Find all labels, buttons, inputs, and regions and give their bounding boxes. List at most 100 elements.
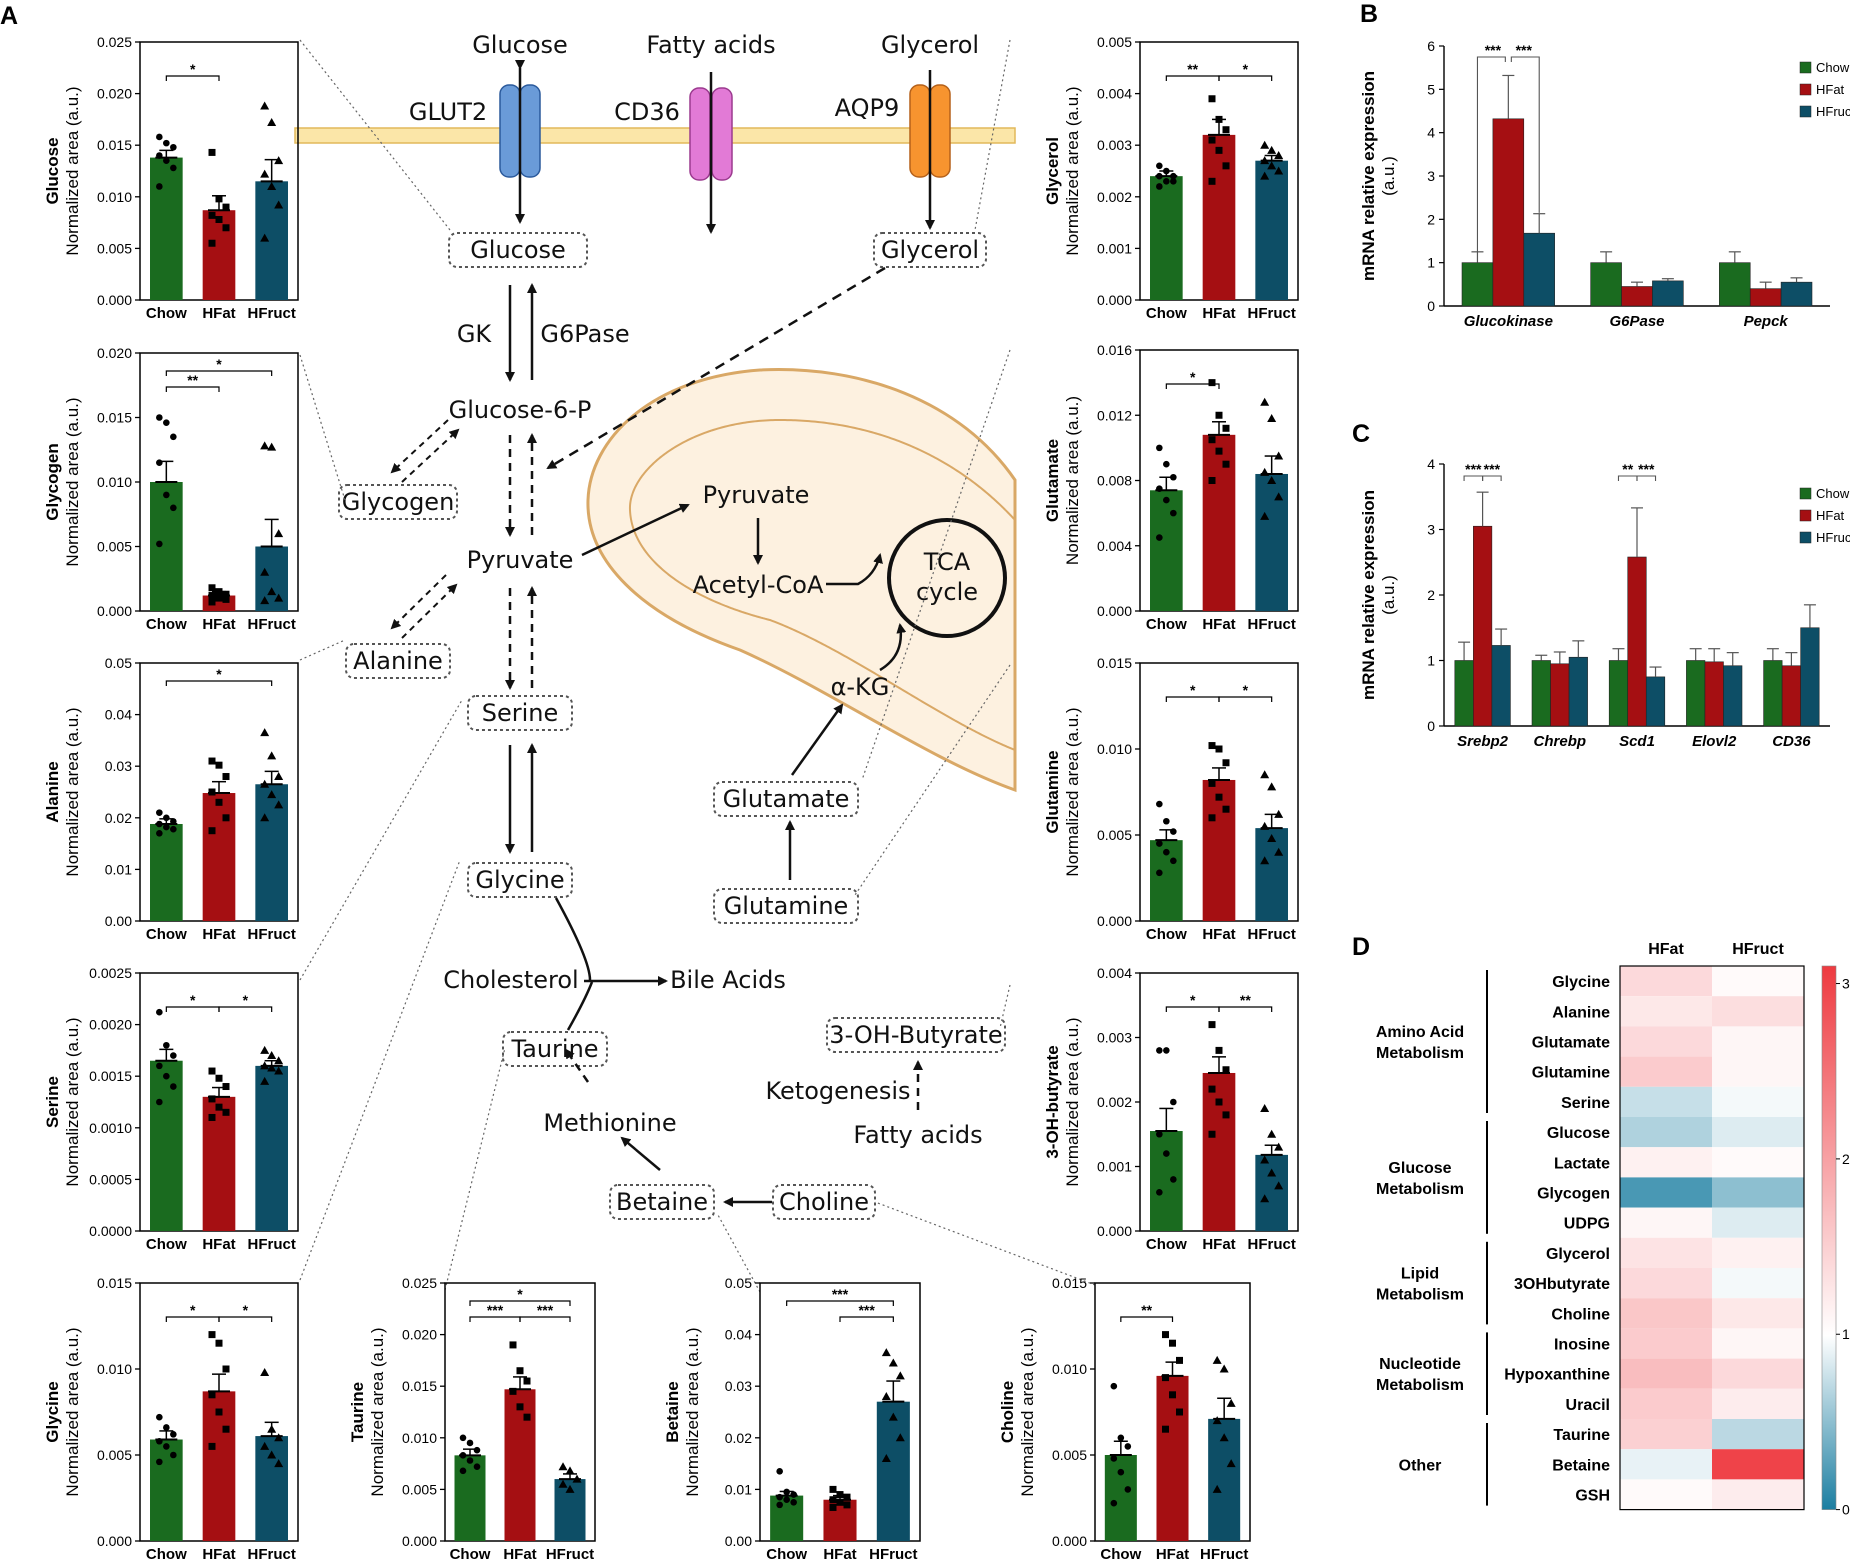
chart-butyrate-bar-chow — [1150, 1131, 1183, 1231]
chart-serine-point — [163, 1072, 170, 1080]
chart-glutamine-point — [1156, 800, 1163, 808]
chart-betaine-bar-hfat — [823, 1499, 857, 1541]
node-glycine-label: Glycine — [475, 866, 564, 894]
chart-glycerol-ytick-label: 0.003 — [1097, 137, 1132, 153]
chart-glutamate-point — [1274, 492, 1284, 501]
chart-glycine-point — [274, 1459, 284, 1468]
mrna_b-xtick-label: G6Pase — [1609, 313, 1664, 330]
chart-glucose-point — [170, 164, 177, 172]
chart-glycogen-point — [274, 593, 284, 602]
mrna_b-ylabel-2: (a.u.) — [1379, 156, 1398, 196]
heatmap-cell — [1620, 1086, 1712, 1117]
chart-taurine-point — [572, 1474, 582, 1483]
mitochondrion — [586, 368, 1017, 793]
mrna_c-bar-hfruct — [1645, 676, 1666, 727]
chart-glutamine-point — [1222, 805, 1230, 813]
chart-taurine-sig-bracket — [469, 1300, 571, 1306]
chart-glucose-point — [208, 239, 216, 247]
mrna_c-ytick-label: 4 — [1427, 456, 1435, 472]
chart-glucose-sig-label: * — [190, 61, 196, 77]
heatmap-cell — [1620, 1388, 1712, 1419]
mrna_c-legend-label: Chow — [1816, 486, 1850, 501]
chart-alanine-ytick-label: 0.00 — [105, 913, 132, 929]
chart-glycine-point — [222, 1365, 230, 1373]
chart-alanine-bar-hfat — [202, 793, 236, 921]
chart-alanine-xtick-label: HFat — [202, 926, 235, 943]
node-glycerol-box — [873, 232, 987, 268]
chart-serine-point — [222, 1083, 230, 1091]
chart-serine-ytick-label: 0.0005 — [89, 1171, 132, 1187]
chart-glutamine-point — [1267, 782, 1277, 791]
chart-butyrate-ytick-label: 0.004 — [1097, 965, 1132, 981]
chart-choline-point — [1169, 1339, 1176, 1347]
chart-glycine-sig-label: * — [190, 1302, 196, 1318]
chart-glutamate-point — [1222, 424, 1230, 432]
chart-glycerol-point — [1215, 146, 1223, 154]
node-glucose-box — [448, 232, 588, 268]
chart-alanine-point — [208, 757, 216, 765]
chart-serine-point — [163, 1041, 170, 1049]
chart-glycogen-point — [156, 459, 163, 466]
chart-choline-point — [1110, 1455, 1118, 1462]
chart-glutamate-sig-label: * — [1190, 369, 1196, 385]
heatmap-group-label: Other — [1399, 1457, 1442, 1474]
chart-glycine-point — [163, 1424, 170, 1431]
chart-butyrate-point — [1156, 1047, 1163, 1054]
chart-serine-xtick-label: HFat — [202, 1236, 235, 1253]
chart-glutamate-point — [1156, 444, 1163, 452]
heatmap-cell — [1620, 1147, 1712, 1178]
chart-glycogen-point — [260, 596, 270, 605]
chart-glutamate-point — [1156, 485, 1163, 492]
node-glycine-box — [467, 862, 573, 898]
chart-serine-point — [208, 1067, 216, 1075]
chart-glycine-point — [156, 1413, 163, 1421]
chart-glucose-point — [208, 148, 216, 156]
chart-butyrate-point — [1208, 1085, 1216, 1093]
chart-glycogen-ytick-label: 0.000 — [97, 603, 132, 619]
label-cycle: cycle — [916, 578, 978, 606]
chart-choline-point — [1176, 1356, 1183, 1364]
chart-alanine-point — [274, 800, 284, 809]
chart-glutamine-sig-bracket — [1218, 696, 1273, 702]
chart-choline-xtick-label: Chow — [1100, 1546, 1141, 1563]
heatmap-row-label: Inosine — [1554, 1337, 1610, 1354]
chart-glycogen-ylabel: Normalized area (a.u.) — [63, 397, 82, 566]
node-glutamate-label: Glutamate — [723, 785, 850, 813]
chart-choline-point — [1162, 1425, 1169, 1433]
chart-butyrate-point — [1215, 1098, 1223, 1106]
mrna_b-ytick-label: 0 — [1427, 298, 1435, 314]
chart-butyrate-point — [1156, 1189, 1163, 1196]
chart-glycine-sig-bracket — [218, 1316, 273, 1322]
chart-taurine-xtick-label: HFruct — [546, 1546, 594, 1563]
chart-betaine-point — [836, 1491, 844, 1499]
heatmap-row-label: GSH — [1575, 1488, 1610, 1505]
chart-glycerol-ylabel: Normalized area (a.u.) — [1063, 86, 1082, 255]
chart-glutamine-ytick-label: 0.005 — [1097, 827, 1132, 843]
chart-glycogen-ytick-label: 0.020 — [97, 345, 132, 361]
chart-glycerol-point — [1208, 136, 1216, 144]
chart-glucose-sig-bracket — [165, 75, 220, 81]
label-glycerol-top: Glycerol — [881, 31, 979, 59]
node-alanine-box — [345, 643, 451, 679]
chart-glutamine-point — [1260, 821, 1270, 830]
mrna_c-xtick-label: CD36 — [1772, 733, 1811, 750]
chart-glucose-ytick-label: 0.015 — [97, 137, 132, 153]
mrna_c-bar-hfat — [1781, 665, 1801, 727]
chart-glycine-point — [222, 1425, 230, 1433]
mrna_b-sig-bracket — [1510, 56, 1540, 213]
mrna_c-bar-chow — [1454, 660, 1474, 727]
chart-choline-point — [1162, 1331, 1169, 1339]
label-fatty-acids-top: Fatty acids — [646, 31, 775, 59]
chart-betaine-point — [888, 1412, 898, 1421]
mrna_b-legend-label: HFat — [1816, 82, 1845, 97]
heatmap-cell — [1712, 1026, 1804, 1057]
chart-glycine-point — [260, 1367, 270, 1376]
chart-glycogen-xtick-label: Chow — [146, 616, 187, 633]
chart-glycerol-point — [1215, 115, 1223, 123]
heatmap-group-label: Metabolism — [1376, 1181, 1464, 1198]
chart-glucose-point — [215, 195, 223, 203]
chart-glycogen-point — [215, 594, 223, 602]
chart-betaine-point — [776, 1468, 783, 1475]
mrna_c-xtick-label: Scd1 — [1619, 733, 1655, 750]
